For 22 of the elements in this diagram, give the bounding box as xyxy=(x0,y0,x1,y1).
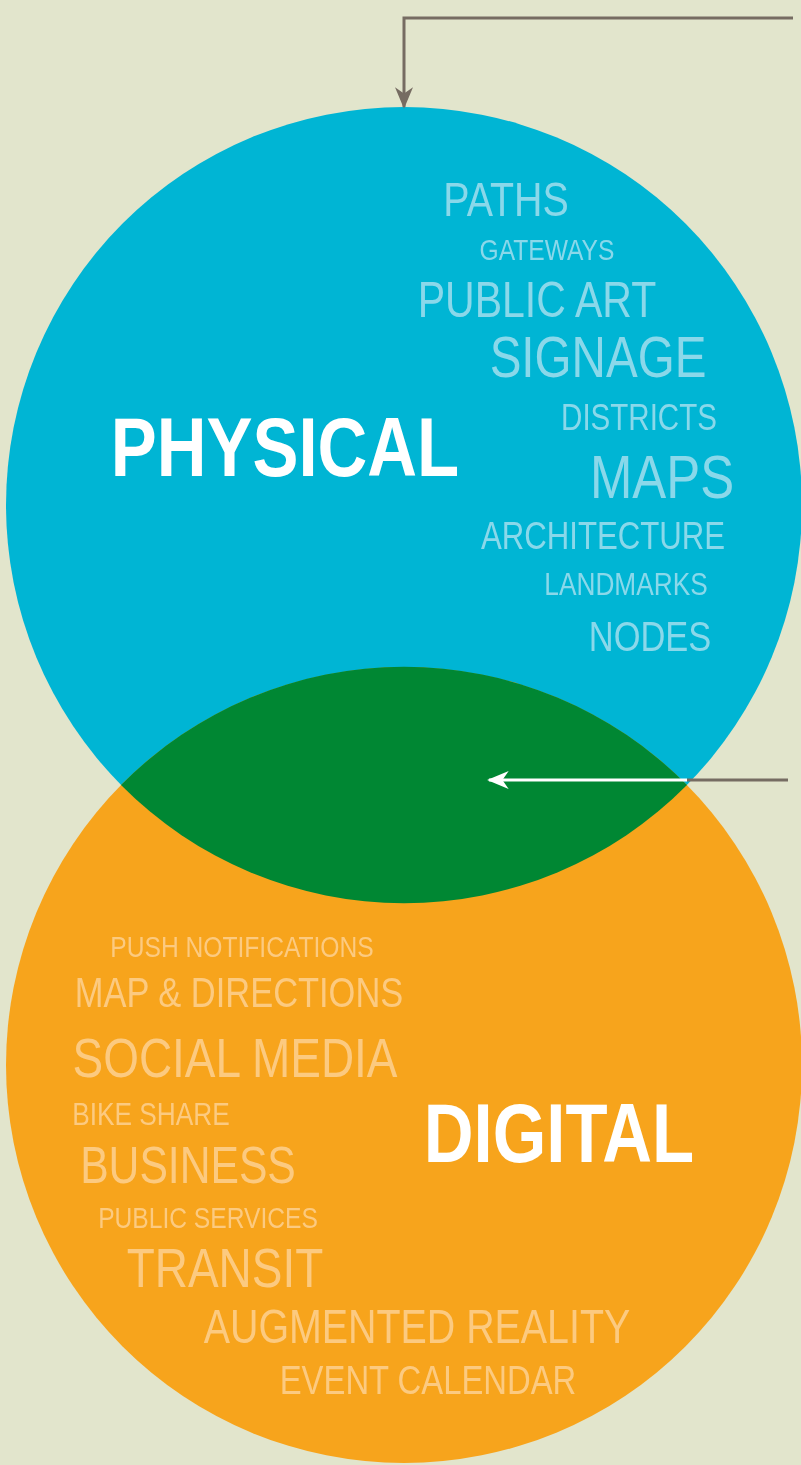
term-label: BIKE SHARE xyxy=(72,1098,230,1130)
term-label: PATHS xyxy=(443,176,569,224)
term-label: PUBLIC SERVICES xyxy=(98,1203,318,1233)
term-label: MAP & DIRECTIONS xyxy=(74,972,404,1014)
term-label: AUGMENTED REALITY xyxy=(203,1303,631,1351)
term-label: MAPS xyxy=(589,446,735,508)
term-label: GATEWAYS xyxy=(479,235,615,265)
term-label: PUSH NOTIFICATIONS xyxy=(110,932,374,962)
arrow xyxy=(395,16,793,109)
circle-title: DIGITAL xyxy=(423,1091,695,1175)
term-label: SOCIAL MEDIA xyxy=(72,1030,398,1086)
term-label: TRANSIT xyxy=(126,1240,324,1296)
term-label: EVENT CALENDAR xyxy=(279,1360,577,1400)
term-label: ARCHITECTURE xyxy=(480,517,726,555)
circle-title: PHYSICAL xyxy=(110,405,460,489)
term-label: LANDMARKS xyxy=(544,568,708,600)
term-label: PUBLIC ART xyxy=(417,275,657,325)
term-label: NODES xyxy=(588,616,712,658)
arrow xyxy=(487,771,788,790)
term-label: DISTRICTS xyxy=(561,400,717,436)
term-label: BUSINESS xyxy=(80,1139,296,1191)
term-label: SIGNAGE xyxy=(489,328,707,386)
